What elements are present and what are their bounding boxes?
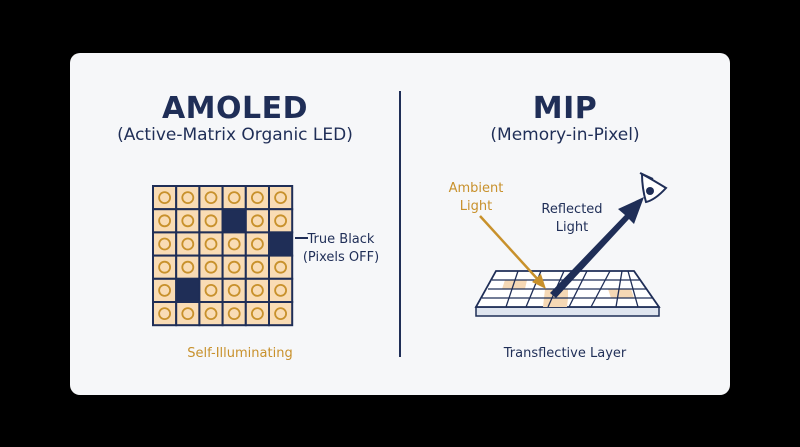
reflective-pixel [543,298,568,307]
transflective-layer [474,172,668,317]
pixel-led-glow [181,307,195,321]
pixel-led-glow [227,191,241,205]
pixel-on [268,301,294,327]
pixel-on [221,185,247,211]
pixel-on [221,254,247,280]
transflective-layer-caption: Transflective Layer [503,346,627,361]
pixel-on [198,208,224,234]
pixel-led-glow [251,260,264,274]
pixel-led-glow [274,191,288,205]
pixel-led-glow [158,284,172,297]
pixel-led-glow [204,237,218,251]
true-black-callout: True Black (Pixels OFF) [296,231,386,267]
mip-diagram [474,172,668,317]
pixel-off [268,231,294,257]
center-divider [399,91,401,357]
pixel-led-glow [204,260,218,274]
pixel-on [244,208,271,234]
pixel-on [244,254,271,280]
pixel-on [175,301,201,327]
eye-icon [639,172,668,204]
pixel-led-glow [274,214,288,228]
self-illuminating-caption: Self-Illuminating [187,346,293,361]
pixel-led-glow [251,284,264,297]
pixel-led-glow [158,260,172,274]
pixel-on [152,277,178,304]
pixel-led-glow [251,191,264,205]
pixel-on [244,185,271,211]
pixel-off [221,208,247,234]
pixel-on [175,231,201,257]
pixel-on [152,301,178,327]
mip-subtitle: (Memory-in-Pixel) [490,125,640,145]
reflected-label-line1: Reflected [541,202,603,217]
pixel-led-glow [181,260,195,274]
true-black-label: True Black [307,232,375,247]
pixel-led-glow [227,260,241,274]
amoled-title: AMOLED [161,91,309,126]
pixel-led-glow [158,191,172,205]
pixel-on [268,277,294,304]
ambient-light-label: Ambient Light [438,180,514,216]
pixel-off [175,277,201,304]
pixel-on [198,277,224,304]
pixel-on [268,208,294,234]
pixel-led-glow [274,284,288,297]
pixel-on [221,277,247,304]
pixel-led-glow [251,214,264,228]
pixel-led-glow [204,307,218,321]
pixel-led-glow [181,214,195,228]
layer-grid-lines [482,270,653,308]
pixel-on [221,301,247,327]
reflective-pixel [502,280,527,289]
ambient-light-arrow [479,215,546,289]
comparison-card: AMOLED (Active-Matrix Organic LED) True … [70,53,730,395]
pixels-off-label: (Pixels OFF) [302,250,380,265]
pixel-on [152,208,178,234]
pixel-led-glow [227,307,241,321]
reflected-light-label: Reflected Light [532,201,612,237]
pixel-led-glow [158,307,172,321]
pixel-led-glow [274,307,288,321]
pixel-led-glow [227,237,241,251]
pixel-on [244,301,271,327]
pixel-led-glow [158,237,172,251]
pixel-on [268,254,294,280]
reflected-light-arrow [550,197,644,298]
pixel-grid-cells [152,185,294,327]
reflected-label-line2: Light [555,220,589,235]
pixel-led-glow [181,237,195,251]
pixel-on [175,254,201,280]
mip-title: MIP [532,91,598,126]
transflective-layer-side [475,306,660,317]
pixel-on [175,185,201,211]
pixel-on [244,231,271,257]
pixel-led-glow [251,307,264,321]
ambient-label-line1: Ambient [448,181,504,196]
pixel-on [198,231,224,257]
pixel-led-glow [251,237,264,251]
reflective-pixel [608,289,634,298]
pixel-on [221,231,247,257]
pixel-led-glow [158,214,172,228]
pixel-led-glow [181,191,195,205]
amoled-subtitle: (Active-Matrix Organic LED) [117,125,353,145]
pixel-on [268,185,294,211]
pixel-on [152,231,178,257]
pixel-led-glow [204,191,218,205]
pixel-on [198,301,224,327]
pixel-on [198,185,224,211]
pixel-on [198,254,224,280]
pixel-on [175,208,201,234]
pixel-on [152,254,178,280]
pixel-on [152,185,178,211]
pixel-led-glow [204,214,218,228]
ambient-label-line2: Light [459,199,493,214]
pixel-led-glow [274,260,288,274]
pixel-on [244,277,271,304]
amoled-pixel-grid [152,185,308,327]
pixel-led-glow [227,284,241,297]
pixel-led-glow [204,284,218,297]
